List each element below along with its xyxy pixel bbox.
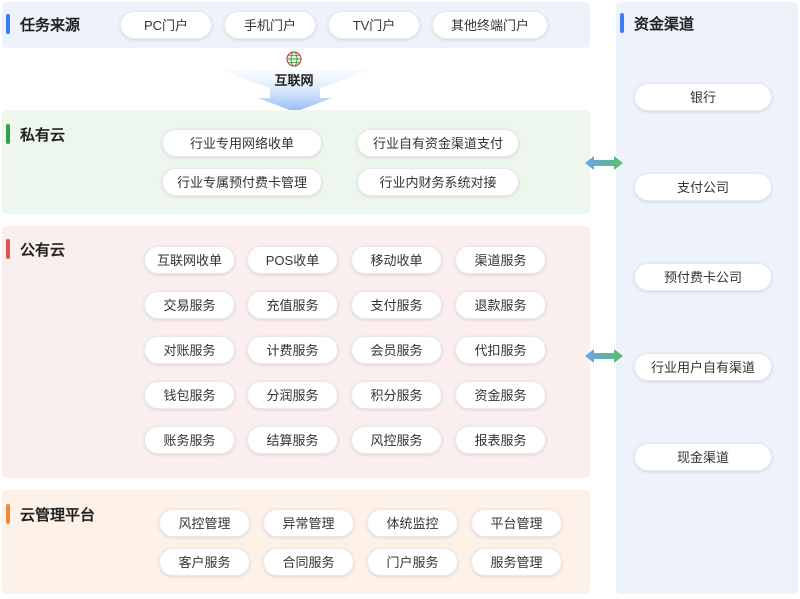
public-cloud-service[interactable]: 报表服务 [455, 426, 546, 454]
fund-channel-item[interactable]: 预付费卡公司 [634, 263, 772, 291]
fund-channels-title: 资金渠道 [634, 15, 695, 33]
public-cloud-title: 公有云 [20, 241, 66, 259]
public-cloud-title-bar [6, 239, 10, 259]
globe-icon [286, 51, 302, 67]
source-item-other[interactable]: 其他终端门户 [432, 11, 548, 39]
public-cloud-service[interactable]: 钱包服务 [144, 381, 235, 409]
public-cloud-service[interactable]: 会员服务 [351, 336, 442, 364]
fund-channel-item[interactable]: 行业用户自有渠道 [634, 353, 772, 381]
cloud-mgmt-item[interactable]: 门户服务 [367, 548, 458, 576]
bidirectional-arrow-icon [585, 156, 623, 170]
source-title: 任务来源 [20, 16, 81, 34]
cloud-mgmt-panel [2, 490, 590, 594]
public-cloud-service[interactable]: 风控服务 [351, 426, 442, 454]
public-cloud-service[interactable]: POS收单 [247, 246, 338, 274]
source-item-pc[interactable]: PC门户 [120, 11, 212, 39]
public-cloud-service[interactable]: 积分服务 [351, 381, 442, 409]
public-cloud-service[interactable]: 计费服务 [247, 336, 338, 364]
fund-channel-item[interactable]: 现金渠道 [634, 443, 772, 471]
source-title-wrap: 任务来源 [6, 13, 80, 35]
public-cloud-service[interactable]: 代扣服务 [455, 336, 546, 364]
cloud-mgmt-title-wrap: 云管理平台 [6, 503, 95, 525]
internet-arrow [220, 70, 370, 112]
cloud-mgmt-item[interactable]: 平台管理 [471, 509, 562, 537]
cloud-mgmt-title-bar [6, 504, 10, 524]
cloud-mgmt-item[interactable]: 服务管理 [471, 548, 562, 576]
cloud-mgmt-item[interactable]: 风控管理 [159, 509, 250, 537]
fund-channels-title-wrap: 资金渠道 [620, 12, 694, 34]
source-item-mobile[interactable]: 手机门户 [224, 11, 316, 39]
public-cloud-service[interactable]: 资金服务 [455, 381, 546, 409]
private-cloud-title: 私有云 [20, 126, 66, 144]
cloud-mgmt-item[interactable]: 异常管理 [263, 509, 354, 537]
private-cloud-item[interactable]: 行业内财务系统对接 [357, 168, 519, 196]
cloud-mgmt-item[interactable]: 客户服务 [159, 548, 250, 576]
source-title-bar [6, 14, 10, 34]
public-cloud-service[interactable]: 分润服务 [247, 381, 338, 409]
private-cloud-title-wrap: 私有云 [6, 123, 65, 145]
private-cloud-item[interactable]: 行业专用网络收单 [162, 129, 322, 157]
public-cloud-service[interactable]: 互联网收单 [144, 246, 235, 274]
cloud-mgmt-item[interactable]: 合同服务 [263, 548, 354, 576]
cloud-mgmt-title: 云管理平台 [20, 506, 96, 524]
public-cloud-service[interactable]: 渠道服务 [455, 246, 546, 274]
public-cloud-service[interactable]: 交易服务 [144, 291, 235, 319]
private-cloud-item[interactable]: 行业专属预付费卡管理 [162, 168, 322, 196]
public-cloud-service[interactable]: 移动收单 [351, 246, 442, 274]
cloud-mgmt-item[interactable]: 体统监控 [367, 509, 458, 537]
fund-channel-item[interactable]: 支付公司 [634, 173, 772, 201]
private-cloud-title-bar [6, 124, 10, 144]
public-cloud-service[interactable]: 结算服务 [247, 426, 338, 454]
private-cloud-panel [2, 110, 590, 214]
public-cloud-service[interactable]: 退款服务 [455, 291, 546, 319]
internet-label: 互联网 [274, 73, 314, 88]
public-cloud-title-wrap: 公有云 [6, 238, 65, 260]
public-cloud-service[interactable]: 充值服务 [247, 291, 338, 319]
private-cloud-item[interactable]: 行业自有资金渠道支付 [357, 129, 519, 157]
bidirectional-arrow-icon [585, 349, 623, 363]
fund-channels-title-bar [620, 13, 624, 33]
source-item-tv[interactable]: TV门户 [328, 11, 420, 39]
fund-channel-item[interactable]: 银行 [634, 83, 772, 111]
public-cloud-service[interactable]: 对账服务 [144, 336, 235, 364]
public-cloud-service[interactable]: 账务服务 [144, 426, 235, 454]
public-cloud-service[interactable]: 支付服务 [351, 291, 442, 319]
